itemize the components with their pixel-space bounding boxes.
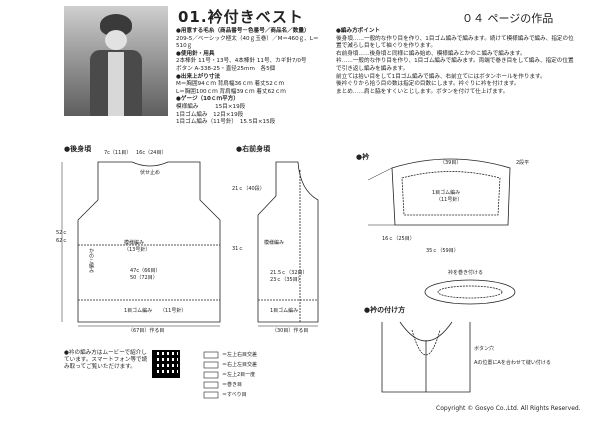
back-neck-width-label: 16c（24目） — [136, 150, 167, 156]
qr-code-icon[interactable] — [152, 350, 180, 378]
legend-item: ＝右上左目交差 — [222, 362, 258, 368]
attach-diagram — [381, 321, 471, 393]
front-pattern-label: 模様編み — [264, 240, 285, 246]
tools-text-2: ボタン A-338-25・直径25mm 各5個 — [176, 65, 276, 72]
size-heading: ●出来上がり寸法 — [176, 73, 221, 80]
back-shoulder-label: 7c（11目） — [104, 150, 132, 156]
back-pattern-label: 模様編み — [124, 240, 145, 246]
specifications: ●用意する毛糸（商品番号－色番号／商品名／数量） 209-5／ベーシック極太（4… — [176, 28, 326, 127]
front-rib-label: 1目ゴム編み — [270, 308, 299, 314]
front-width-label: 21.5ｃ（32目） — [270, 270, 308, 276]
back-body-heading: ●後身頃 — [64, 145, 92, 153]
points-line: 前立ては拾い目をして1目ゴム編みで編み、右前立てにはボタンホールを作ります。 — [336, 73, 546, 80]
garment-photo — [64, 6, 168, 116]
points-heading: ●編み方ポイント — [336, 28, 381, 34]
collar-wrap-note: 衿を巻き付ける — [448, 270, 484, 276]
legend-item: ＝すべり目 — [222, 392, 247, 398]
attach-position-note: Aの位置にAを合わせて縫い付ける — [474, 360, 551, 366]
yarn-text: 209-5／ベーシック極太（40ｇ玉巻）／M＝460ｇ、L＝510ｇ — [176, 35, 319, 50]
right-front-diagram — [257, 161, 319, 327]
back-width-l-label: 50（72目） — [130, 275, 158, 281]
qr-note: ●衿の編み方はムービーで紹介しています。スマートフォン等で読み取ってご覧いただけ… — [64, 350, 148, 370]
gauge-text-1: 模様編み 15目×19段 — [176, 103, 246, 110]
back-kanoko-label: かのこ編み — [88, 248, 94, 273]
back-rib-label: 1目ゴム編み — [124, 308, 153, 314]
tools-text-1: 2本棒針 11号・13号、4本棒針 11号、カギ針7/0号 — [176, 58, 307, 65]
collar-diagram — [367, 158, 511, 226]
points-line: まとめ……肩と脇をすくいとじします。ボタンを付けて仕上げます。 — [336, 88, 509, 95]
back-pattern-needle-label: （13号針） — [124, 247, 151, 253]
collar-rib-needle-label: （11号針） — [436, 197, 463, 203]
gauge-heading: ●ゲージ（10ｃｍ平方） — [176, 96, 239, 103]
size-text-2: L＝胸囲100ｃｍ 背肩幅39ｃｍ 着丈62ｃｍ — [176, 88, 286, 95]
back-width-label: 47c（66目） — [130, 268, 161, 274]
copyright: Copyright © Gosyo Co.,Ltd. All Rights Re… — [436, 405, 581, 412]
page-reference: ０４ ページの作品 — [462, 12, 554, 25]
gauge-text-3: 1目ゴム編み（11号針） 15.5目×15段 — [176, 119, 276, 126]
front-cast-on-label: （30目）作る目 — [272, 328, 309, 334]
attach-heading: ●衿の付け方 — [364, 306, 406, 314]
front-length-label: 31ｃ — [232, 246, 244, 252]
points-line: 後衿ぐりから拾う目の数は指定の目数にします。衿ぐりに衿を付けます。 — [336, 81, 520, 88]
legend-item: ＝左上2目一度 — [222, 372, 256, 378]
collar-band-label: 2段平 — [516, 160, 530, 166]
back-cast-on-label: （67目）作る目 — [128, 328, 165, 334]
yarn-heading: ●用意する毛糸（商品番号－色番号／商品名／数量） — [176, 28, 310, 34]
knitting-points: ●編み方ポイント 後身頃……一般的な作り目を作り、1目ゴム編みで編みます。続けて… — [336, 28, 576, 96]
front-width-l-label: 23ｃ（35目） — [270, 277, 303, 283]
collar-side-label: 16ｃ（25目） — [382, 236, 415, 242]
legend-item: ＝巻き目 — [222, 382, 243, 388]
legend-item: ＝左上右目交差 — [222, 352, 258, 358]
collar-heading: ●衿 — [356, 153, 370, 161]
page-title: 01.衿付きベスト — [178, 8, 304, 26]
size-text-1: M＝胸囲94ｃｍ 背肩幅36ｃｍ 着丈52ｃｍ — [176, 81, 285, 88]
front-armhole-label: 21ｃ（40段） — [232, 186, 265, 192]
points-line: 右前身頃……後身頃と同様に編み始め、模様編みとかのこ編みで編みます。 — [336, 50, 526, 57]
collar-width-label: 35ｃ（59目） — [426, 248, 459, 254]
collar-top-label: （39目） — [440, 160, 462, 166]
back-neck-bindoff-label: 伏せ止め — [140, 170, 161, 176]
gauge-text-2: 1目ゴム編み 12目×19段 — [176, 111, 244, 118]
tools-heading: ●使用針・用具 — [176, 50, 215, 57]
back-length-l-label: 62ｃ — [56, 238, 68, 244]
back-rib-needle-label: （11号針） — [160, 308, 187, 314]
collar-rib-label: 1目ゴム編み — [432, 190, 461, 196]
attach-buttonhole-note: ボタン穴 — [474, 346, 495, 352]
points-line: 衿……一般的な作り目を作り、1目ゴム編みで編みます。両端で巻き目をして編み、指定… — [336, 58, 574, 72]
right-front-heading: ●右前身頃 — [236, 145, 271, 153]
back-length-label: 52ｃ — [56, 230, 68, 236]
legend-symbols — [203, 351, 219, 399]
collar-roll-diagram — [424, 279, 516, 305]
back-body-diagram — [61, 161, 221, 327]
points-line: 後身頃……一般的な作り目を作り、1目ゴム編みで編みます。続けて模様編みで編み、指… — [336, 35, 574, 50]
